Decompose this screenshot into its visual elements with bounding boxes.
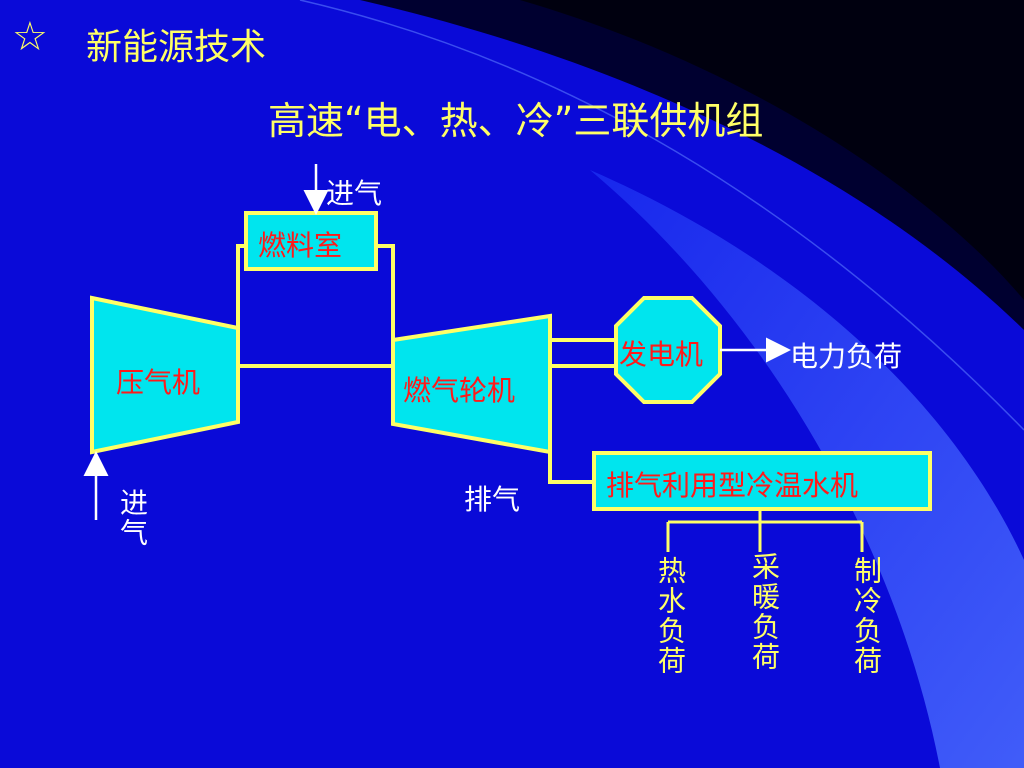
combustor-label: 燃料室 bbox=[258, 229, 343, 262]
heating-load-label: 采暖负荷 bbox=[748, 552, 781, 672]
power-load-label: 电力负荷 bbox=[790, 340, 903, 373]
intake-top-label: 进气 bbox=[326, 177, 383, 210]
page-subtitle: 高速“电、热、冷”三联供机组 bbox=[268, 99, 764, 143]
chiller-label: 排气利用型冷温水机 bbox=[606, 469, 859, 502]
compressor-shape bbox=[90, 295, 240, 455]
intake-bottom-label: 进气 bbox=[116, 488, 149, 548]
cooling-load-label: 制冷负荷 bbox=[850, 556, 883, 676]
chiller-box bbox=[592, 451, 932, 511]
page-title: 新能源技术 bbox=[86, 27, 267, 68]
exhaust-label: 排气 bbox=[464, 483, 521, 516]
star-icon: ☆ bbox=[12, 14, 48, 60]
hot-water-load-label: 热水负荷 bbox=[654, 556, 687, 676]
generator-label: 发电机 bbox=[619, 338, 704, 371]
combustor-box bbox=[244, 211, 378, 271]
compressor-combustor-pipe bbox=[236, 244, 246, 330]
exhaust-pipe bbox=[548, 452, 594, 484]
turbine-label: 燃气轮机 bbox=[403, 374, 516, 407]
combustor-turbine-pipe bbox=[376, 244, 395, 340]
compressor-label: 压气机 bbox=[116, 366, 201, 399]
